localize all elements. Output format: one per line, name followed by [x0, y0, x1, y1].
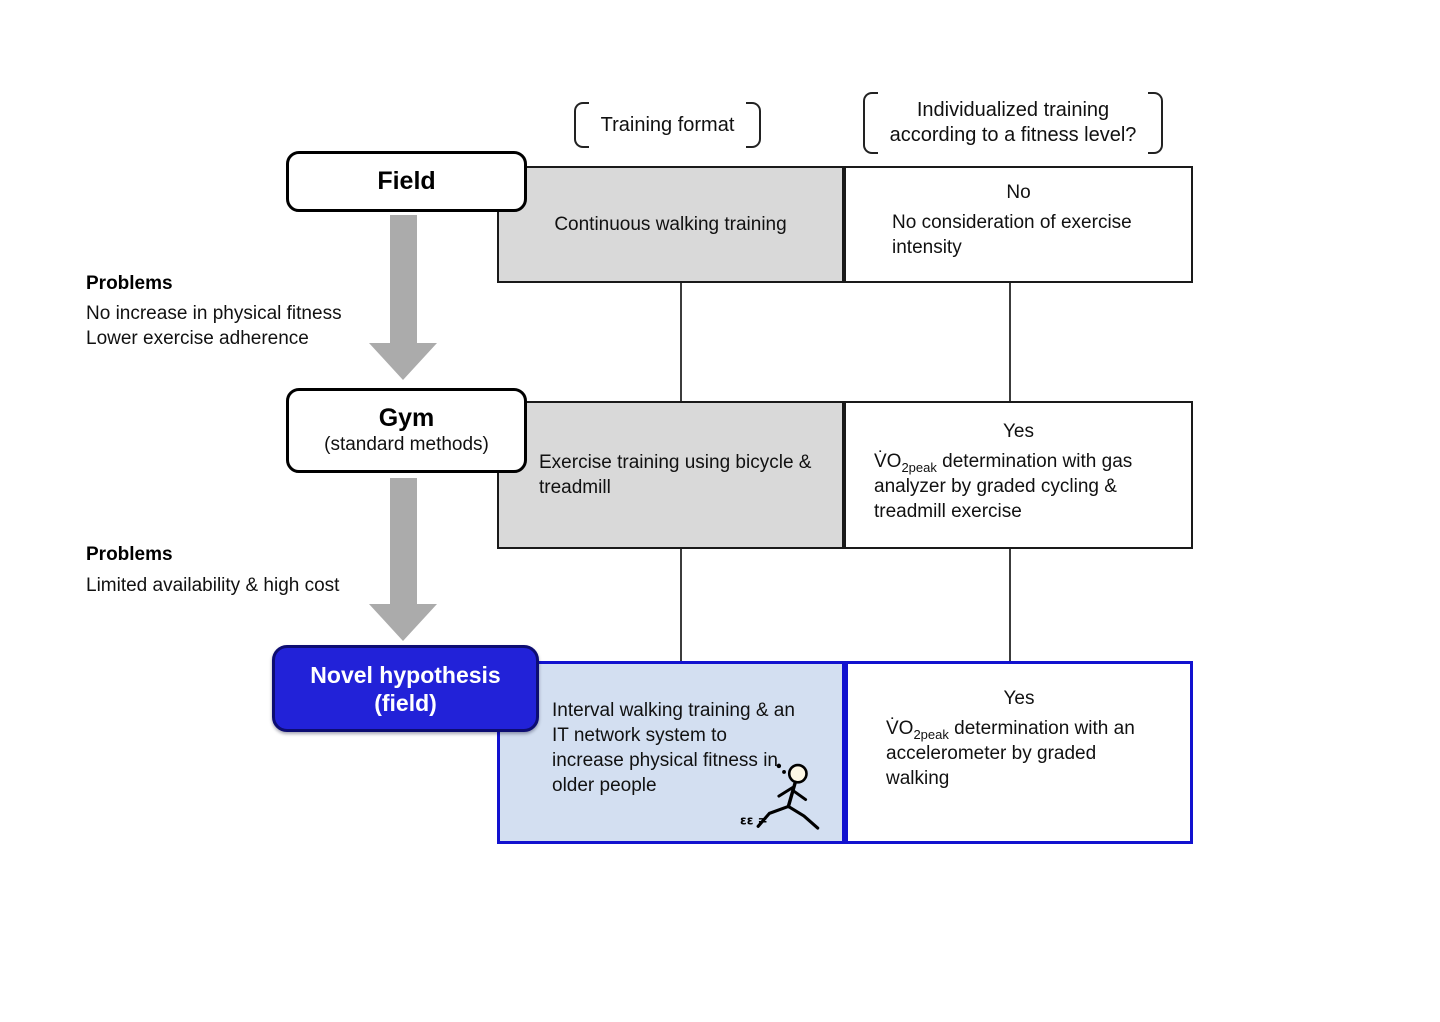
- problems-gym-title: Problems: [86, 544, 173, 565]
- field-individualized-answer: No: [1006, 182, 1031, 203]
- cell-novel-individualized: Yes V̇O2peak determination with an accel…: [845, 661, 1193, 844]
- connector-line: [1009, 283, 1011, 401]
- right-bracket-icon: [746, 102, 762, 148]
- left-bracket-icon: [573, 102, 589, 148]
- problems-gym-line1: Limited availability & high cost: [86, 575, 340, 596]
- down-arrow-shaft: [390, 478, 417, 605]
- problems-field-line2: Lower exercise adherence: [86, 328, 309, 349]
- gym-label-box: Gym (standard methods): [286, 388, 527, 473]
- connector-line: [680, 549, 682, 661]
- problems-field: Problems No increase in physical fitness…: [86, 273, 486, 351]
- novel-label-line1: Novel hypothesis: [310, 661, 501, 688]
- down-arrow-shaft: [390, 215, 417, 344]
- novel-label-line2: (field): [374, 689, 437, 716]
- problems-field-line1: No increase in physical fitness: [86, 303, 342, 324]
- gym-individualized-detail: V̇O2peak determination with gas analyzer…: [846, 449, 1191, 524]
- gym-label-note: (standard methods): [324, 434, 489, 455]
- novel-individualized-detail: V̇O2peak determination with an accelerom…: [848, 716, 1190, 791]
- cell-field-training: Continuous walking training: [497, 166, 844, 283]
- connector-line: [680, 283, 682, 401]
- motion-marks: εε =: [740, 814, 768, 828]
- field-label-box: Field: [286, 151, 527, 212]
- left-bracket-icon: [862, 92, 878, 154]
- down-arrow-icon: [369, 604, 437, 641]
- header-individualized-line2: according to a fitness level?: [889, 124, 1137, 146]
- field-label: Field: [377, 167, 436, 195]
- cell-novel-training: Interval walking training & an IT networ…: [497, 661, 845, 844]
- gym-individualized-answer: Yes: [1003, 421, 1034, 442]
- vo2-subscript: 2peak: [913, 726, 949, 742]
- cell-gym-training: Exercise training using bicycle & treadm…: [497, 401, 844, 549]
- cell-field-individualized: No No consideration of exercise intensit…: [844, 166, 1193, 283]
- gym-label: Gym: [378, 404, 435, 432]
- vo2-prefix: V̇O: [886, 718, 914, 739]
- connector-line: [1009, 549, 1011, 661]
- right-bracket-icon: [1148, 92, 1164, 154]
- vo2-prefix: V̇O: [874, 451, 902, 472]
- cell-gym-individualized: Yes V̇O2peak determination with gas anal…: [844, 401, 1193, 549]
- header-individualized-line1: Individualized training: [916, 99, 1110, 121]
- gym-training-text: Exercise training using bicycle & treadm…: [539, 452, 812, 498]
- novel-hypothesis-label-box: Novel hypothesis (field): [272, 645, 539, 732]
- novel-individualized-answer: Yes: [1003, 688, 1035, 709]
- gym-individualized-detail-text: determination with gas analyzer by grade…: [874, 451, 1133, 522]
- field-individualized-detail: No consideration of exercise intensity: [892, 212, 1132, 258]
- header-individualized-training: Individualized training according to a f…: [862, 92, 1164, 154]
- running-person-icon: εε =: [740, 763, 820, 830]
- novel-individualized-detail-text: determination with an accelerometer by g…: [886, 718, 1135, 789]
- novel-training-text: Interval walking training & an IT networ…: [552, 700, 795, 796]
- problems-field-title: Problems: [86, 273, 173, 294]
- problems-gym: Problems Limited availability & high cos…: [86, 544, 486, 598]
- vo2-subscript: 2peak: [901, 459, 937, 475]
- header-training-format-label: Training format: [600, 113, 735, 136]
- header-training-format: Training format: [570, 102, 765, 148]
- down-arrow-icon: [369, 343, 437, 380]
- field-training-text: Continuous walking training: [554, 214, 787, 235]
